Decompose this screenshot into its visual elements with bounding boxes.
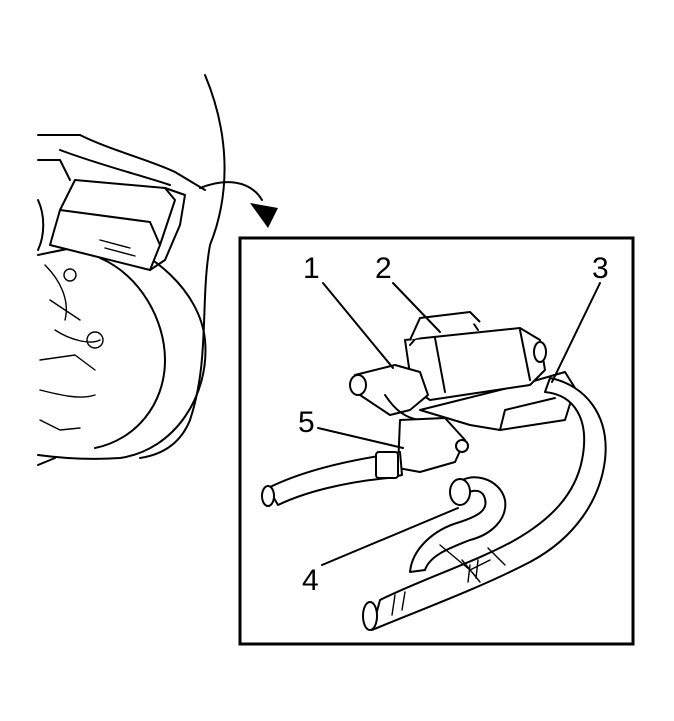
leader-lines	[317, 282, 601, 566]
callout-labels: 1 2 3 4 5	[298, 252, 609, 597]
detail-arrow	[199, 181, 278, 228]
detail-frame	[238, 236, 635, 646]
detail-view	[261, 311, 607, 631]
callout-2: 2	[375, 252, 392, 285]
vehicle-overview	[37, 74, 226, 466]
callout-5: 5	[298, 406, 315, 439]
callout-3: 3	[592, 252, 609, 285]
callout-1: 1	[303, 252, 320, 285]
callout-4: 4	[302, 564, 319, 597]
